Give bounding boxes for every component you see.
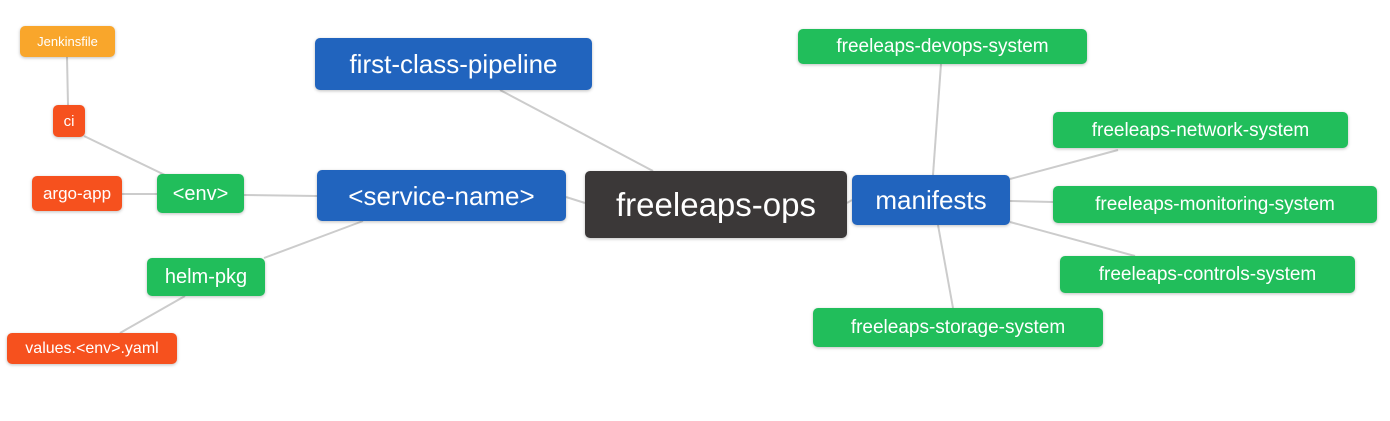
mindmap-node-env[interactable]: <env> <box>157 174 244 213</box>
edge-manifests-to-freeleaps-network-system <box>1009 149 1119 180</box>
mindmap-node-freeleaps-devops-system[interactable]: freeleaps-devops-system <box>798 29 1087 64</box>
mindmap-node-freeleaps-controls-system[interactable]: freeleaps-controls-system <box>1060 256 1355 293</box>
mindmap-node-freeleaps-network-system[interactable]: freeleaps-network-system <box>1053 112 1348 148</box>
mindmap-node-freeleaps-ops[interactable]: freeleaps-ops <box>585 171 847 238</box>
edge-manifests-to-freeleaps-controls-system <box>1009 221 1136 257</box>
mindmap-node-freeleaps-storage-system[interactable]: freeleaps-storage-system <box>813 308 1103 347</box>
mindmap-node-jenkinsfile[interactable]: Jenkinsfile <box>20 26 115 57</box>
mindmap-node-helm-pkg[interactable]: helm-pkg <box>147 258 265 296</box>
edge-first-class-pipeline-to-freeleaps-ops <box>499 89 654 172</box>
mindmap-node-manifests[interactable]: manifests <box>852 175 1010 225</box>
mindmap-node-first-class-pipeline[interactable]: first-class-pipeline <box>315 38 592 90</box>
edge-manifests-to-freeleaps-storage-system <box>937 224 954 309</box>
edge-manifests-to-freeleaps-devops-system <box>932 63 942 176</box>
mindmap-node-values-env-yaml[interactable]: values.<env>.yaml <box>7 333 177 364</box>
mindmap-node-ci[interactable]: ci <box>53 105 85 137</box>
edge-service-name-to-freeleaps-ops <box>565 196 586 204</box>
mindmap-node-argo-app[interactable]: argo-app <box>32 176 122 211</box>
edge-jenkinsfile-to-ci <box>66 56 69 106</box>
edge-manifests-to-freeleaps-monitoring-system <box>1009 200 1054 203</box>
edge-helm-pkg-to-values-env-yaml <box>119 295 186 334</box>
edge-service-name-to-helm-pkg <box>263 220 364 259</box>
edge-freeleaps-ops-to-manifests <box>846 199 853 204</box>
edge-env-to-service-name <box>243 194 318 197</box>
edge-ci-to-env <box>83 135 168 177</box>
mindmap-node-service-name[interactable]: <service-name> <box>317 170 566 221</box>
mindmap-node-freeleaps-monitoring-system[interactable]: freeleaps-monitoring-system <box>1053 186 1377 223</box>
